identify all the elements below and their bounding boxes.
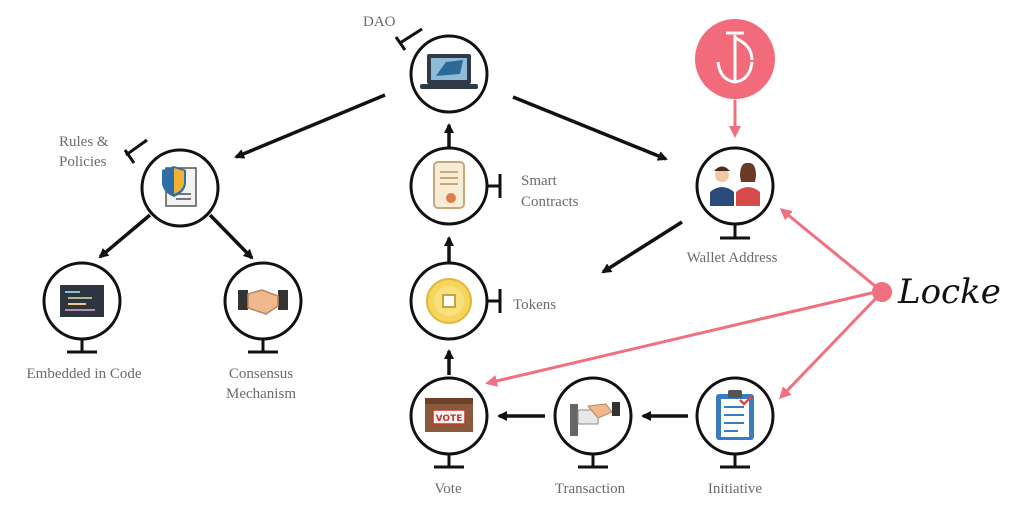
node-tokens xyxy=(409,261,502,341)
node-consensus xyxy=(223,261,303,354)
label-dao: DAO xyxy=(363,14,396,30)
label-consensus-line2: Mechanism xyxy=(226,386,296,402)
node-dao xyxy=(394,27,489,114)
shield-document-icon xyxy=(162,166,197,207)
arrow-rules-to-embedded xyxy=(98,213,152,259)
arrow-locke-to-wallet xyxy=(779,208,881,292)
node-wallet xyxy=(695,146,775,240)
label-rules-line1: Rules & xyxy=(59,134,109,150)
node-transaction xyxy=(553,376,633,469)
label-consensus-line1: Consensus xyxy=(229,366,293,382)
label-vote: Vote xyxy=(434,481,462,497)
label-wallet: Wallet Address xyxy=(687,250,778,266)
node-embedded xyxy=(42,261,122,354)
node-smart-contracts xyxy=(409,146,502,226)
arrow-locke-to-vote xyxy=(485,289,881,387)
locke-hub-dot xyxy=(872,282,892,302)
label-embedded: Embedded in Code xyxy=(27,366,142,382)
payment-terminal-icon xyxy=(570,402,620,436)
arrow-wallet-to-tokens xyxy=(601,220,683,274)
label-initiative: Initiative xyxy=(708,481,762,497)
arrow-dao-to-wallet xyxy=(512,95,668,161)
node-initiative xyxy=(695,376,775,469)
clipboard-icon xyxy=(716,390,754,440)
coin-icon xyxy=(426,278,472,324)
label-smart-contracts-line1: Smart xyxy=(521,173,558,189)
people-icon xyxy=(710,162,760,206)
pink-arrows xyxy=(485,100,883,400)
label-rules-line2: Policies xyxy=(59,154,107,170)
arrow-rules-to-consensus xyxy=(208,213,254,260)
locke-logo-icon xyxy=(695,19,775,99)
node-vote: VOTE xyxy=(409,376,489,469)
scroll-icon xyxy=(433,161,465,209)
arrow-locke-to-initiative xyxy=(778,291,883,400)
laptop-icon xyxy=(420,54,478,89)
code-screen-icon xyxy=(60,285,104,317)
label-tokens: Tokens xyxy=(513,297,556,313)
label-transaction: Transaction xyxy=(555,481,626,497)
black-arrows xyxy=(98,93,688,421)
vote-badge-text: VOTE xyxy=(436,414,463,424)
node-rules xyxy=(123,138,220,228)
locke-wordmark: Locke xyxy=(897,272,1001,312)
label-smart-contracts-line2: Contracts xyxy=(521,194,579,210)
arrow-dao-to-rules xyxy=(234,93,386,159)
ballot-box-icon: VOTE xyxy=(425,398,473,432)
handshake-icon xyxy=(238,289,288,315)
